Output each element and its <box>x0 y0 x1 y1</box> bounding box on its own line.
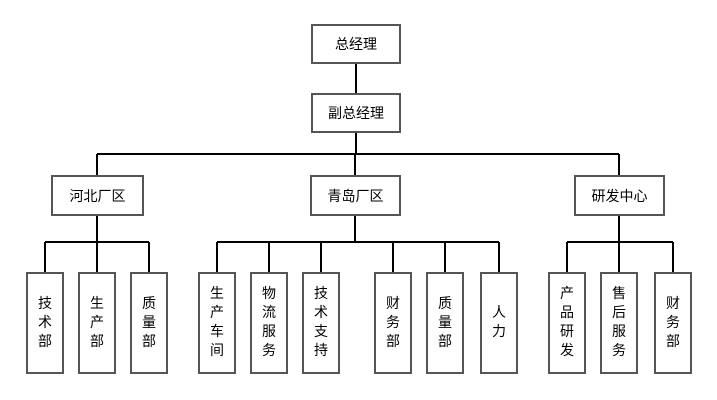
department-label: 技术支持 <box>314 286 328 359</box>
department-label: 财务部 <box>666 295 680 350</box>
branch-node-rnd-center: 研发中心 <box>574 175 665 216</box>
department-label: 质量部 <box>438 295 452 350</box>
department-label: 质量部 <box>142 295 156 350</box>
department-node: 生产部 <box>78 272 116 374</box>
department-node: 产品研发 <box>548 272 586 374</box>
department-label: 技术部 <box>38 295 52 350</box>
branch-label: 研发中心 <box>591 188 648 205</box>
branch-label: 河北厂区 <box>69 188 126 205</box>
department-node: 财务部 <box>374 272 412 374</box>
department-node: 技术部 <box>26 272 64 374</box>
department-label: 售后服务 <box>612 286 626 359</box>
branch-node-qingdao: 青岛厂区 <box>310 175 401 216</box>
department-label: 人力 <box>492 305 506 340</box>
department-node: 财务部 <box>654 272 692 374</box>
general-manager-label: 总经理 <box>335 37 377 53</box>
department-node: 生产车间 <box>198 272 236 374</box>
department-label: 物流服务 <box>262 286 276 359</box>
branch-node-hebei: 河北厂区 <box>51 175 144 216</box>
department-node: 物流服务 <box>250 272 288 374</box>
department-label: 产品研发 <box>560 286 574 359</box>
branch-label: 青岛厂区 <box>327 188 384 205</box>
department-node: 质量部 <box>426 272 464 374</box>
department-label: 生产车间 <box>210 286 224 359</box>
department-label: 生产部 <box>90 295 104 350</box>
department-node: 人力 <box>480 272 518 374</box>
department-node: 质量部 <box>130 272 168 374</box>
general-manager-node: 总经理 <box>311 24 401 64</box>
department-node: 售后服务 <box>600 272 638 374</box>
deputy-general-manager-node: 副总经理 <box>311 93 401 133</box>
department-node: 技术支持 <box>302 272 340 374</box>
department-label: 财务部 <box>386 295 400 350</box>
deputy-general-manager-label: 副总经理 <box>328 106 384 122</box>
